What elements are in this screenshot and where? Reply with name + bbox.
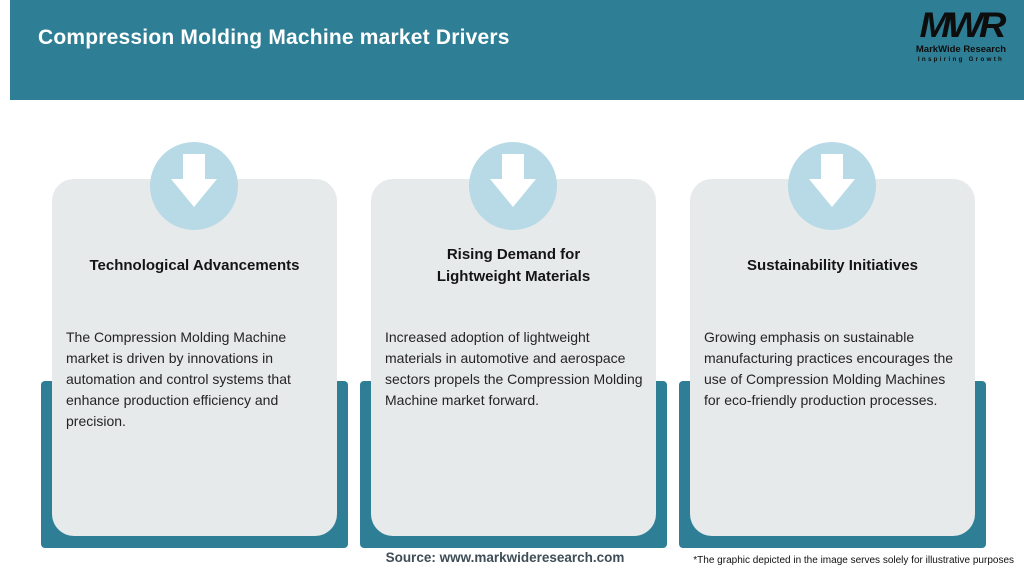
- driver-card-technological-advancements: Technological Advancements The Compressi…: [52, 179, 337, 536]
- card-title: Rising Demand for Lightweight Materials: [436, 246, 591, 285]
- brand-logo: MWR MarkWide Research Inspiring Growth: [910, 8, 1012, 63]
- disclaimer-text: *The graphic depicted in the image serve…: [693, 555, 1014, 566]
- arrow-circle-badge: [469, 142, 557, 230]
- down-arrow-icon: [490, 154, 536, 207]
- card-body: Increased adoption of lightweight materi…: [385, 329, 643, 408]
- header-bar: Compression Molding Machine market Drive…: [10, 0, 1024, 100]
- driver-card-sustainability-initiatives: Sustainability Initiatives Growing empha…: [690, 179, 975, 536]
- source-text: Source: www.markwideresearch.com: [385, 550, 625, 565]
- card-body: The Compression Molding Machine market i…: [66, 329, 291, 429]
- card-title: Technological Advancements: [89, 257, 300, 275]
- brand-name: MarkWide Research: [915, 44, 1007, 56]
- arrow-circle-badge: [788, 142, 876, 230]
- arrow-circle-badge: [150, 142, 238, 230]
- brand-tagline: Inspiring Growth: [917, 55, 1005, 63]
- card-body: Growing emphasis on sustainable manufact…: [704, 329, 954, 408]
- driver-card-rising-demand-lightweight-materials: Rising Demand for Lightweight Materials …: [371, 179, 656, 536]
- card-title: Sustainability Initiatives: [747, 257, 918, 275]
- brand-monogram: MWR: [919, 6, 1007, 46]
- down-arrow-icon: [171, 154, 217, 207]
- page-title: Compression Molding Machine market Drive…: [38, 26, 510, 49]
- down-arrow-icon: [809, 154, 855, 207]
